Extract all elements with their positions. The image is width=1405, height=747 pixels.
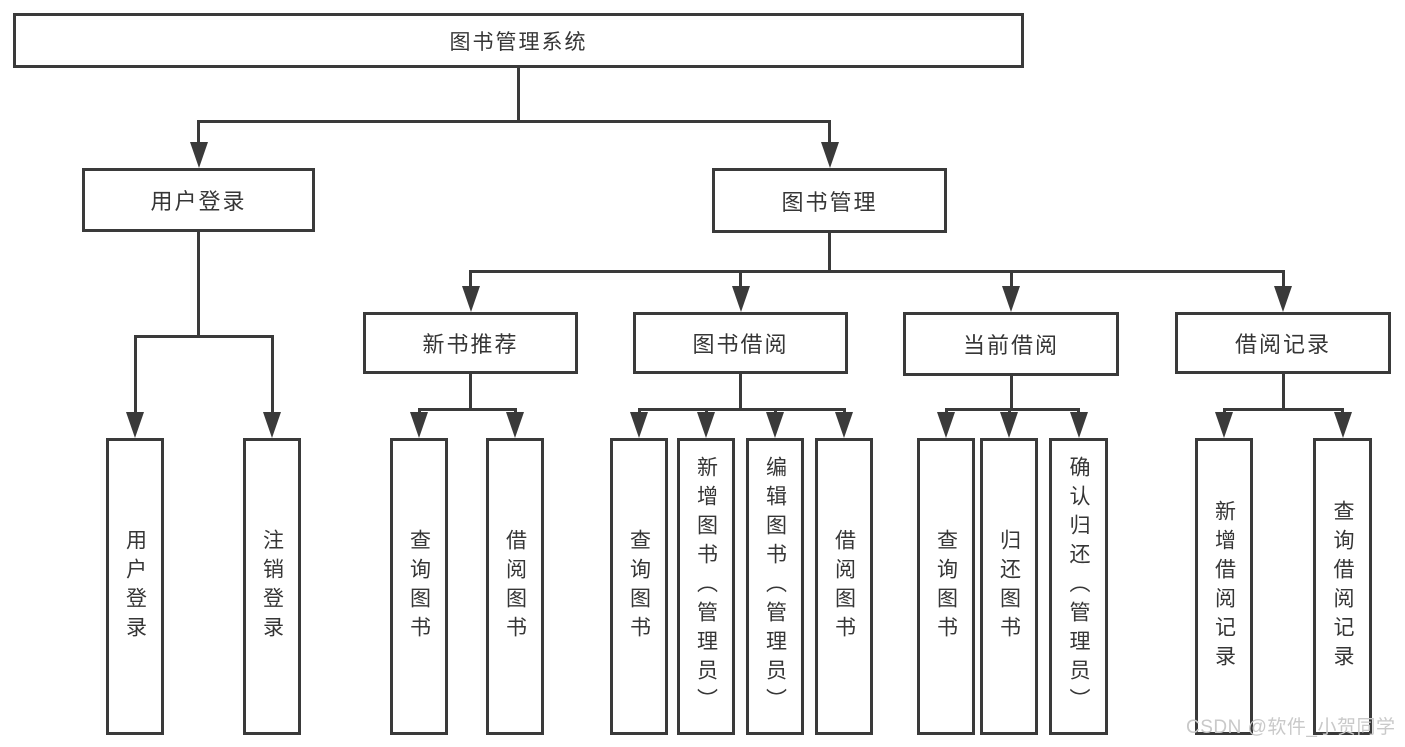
connector-bar [944, 408, 1080, 411]
diagram-node-mgmt: 图书管理 [712, 168, 947, 233]
arrowhead-down-icon [766, 412, 784, 438]
arrowhead-down-icon [630, 412, 648, 438]
arrowhead-down-icon [126, 412, 144, 438]
connector-drop [739, 270, 742, 292]
connector-stem [197, 230, 200, 338]
arrowhead-down-icon [461, 286, 480, 312]
arrowhead-down-icon [697, 412, 715, 438]
diagram-node-bor-borrow: 借阅图书 [815, 438, 873, 735]
connector-bar [197, 120, 831, 123]
arrowhead-down-icon [189, 142, 208, 168]
connector-bar [417, 408, 517, 411]
connector-stem [469, 372, 472, 411]
arrowhead-down-icon [1274, 286, 1292, 312]
connector-drop [828, 120, 831, 148]
diagram-node-rec-borrow: 借阅图书 [486, 438, 544, 735]
arrowhead-down-icon [1002, 286, 1020, 312]
diagram-node-bor-query: 查询图书 [610, 438, 668, 735]
connector-drop [197, 120, 200, 148]
connector-drop [270, 335, 274, 418]
connector-stem [517, 66, 520, 123]
connector-drop [1009, 270, 1013, 292]
connector-drop [133, 335, 137, 418]
connector-stem [1009, 374, 1013, 411]
connector-stem [739, 372, 742, 411]
diagram-node-borrow: 图书借阅 [633, 312, 848, 374]
arrowhead-down-icon [731, 286, 750, 312]
connector-drop [469, 270, 472, 292]
connector-bar [1222, 408, 1344, 411]
csdn-watermark: CSDN @软件_小贺同学 [1186, 717, 1396, 738]
arrowhead-down-icon [1069, 412, 1088, 438]
diagram-node-leaf-logout: 注销登录 [243, 438, 301, 735]
diagram-node-cur-query: 查询图书 [917, 438, 975, 735]
arrowhead-down-icon [937, 412, 955, 438]
arrowhead-down-icon [506, 412, 524, 438]
connector-stem [1281, 372, 1285, 411]
diagram-node-current: 当前借阅 [903, 312, 1119, 376]
diagram-node-recd-query: 查询借阅记录 [1313, 438, 1372, 735]
connector-stem [828, 231, 831, 273]
arrowhead-down-icon [1333, 412, 1352, 438]
arrowhead-down-icon [263, 412, 281, 438]
diagram-node-cur-confirm: 确认归还（管理员） [1049, 438, 1108, 735]
diagram-node-rec-query: 查询图书 [390, 438, 448, 735]
diagram-node-login: 用户登录 [82, 168, 315, 232]
connector-drop [1281, 270, 1285, 292]
connector-bar [133, 335, 274, 338]
diagram-node-bor-edit: 编辑图书（管理员） [746, 438, 804, 735]
diagram-node-bor-add: 新增图书（管理员） [677, 438, 735, 735]
arrowhead-down-icon [835, 412, 853, 438]
diagram-node-recd-add: 新增借阅记录 [1195, 438, 1253, 735]
connector-bar [637, 408, 846, 411]
arrowhead-down-icon [1215, 412, 1233, 438]
diagram-node-records: 借阅记录 [1175, 312, 1391, 374]
diagram-node-rec: 新书推荐 [363, 312, 578, 374]
arrowhead-down-icon [1000, 412, 1018, 438]
diagram-node-leaf-login: 用户登录 [106, 438, 164, 735]
diagram-node-cur-return: 归还图书 [980, 438, 1038, 735]
arrowhead-down-icon [820, 142, 839, 168]
diagram-node-root: 图书管理系统 [13, 13, 1024, 68]
arrowhead-down-icon [410, 412, 428, 438]
connector-bar [469, 270, 1285, 273]
